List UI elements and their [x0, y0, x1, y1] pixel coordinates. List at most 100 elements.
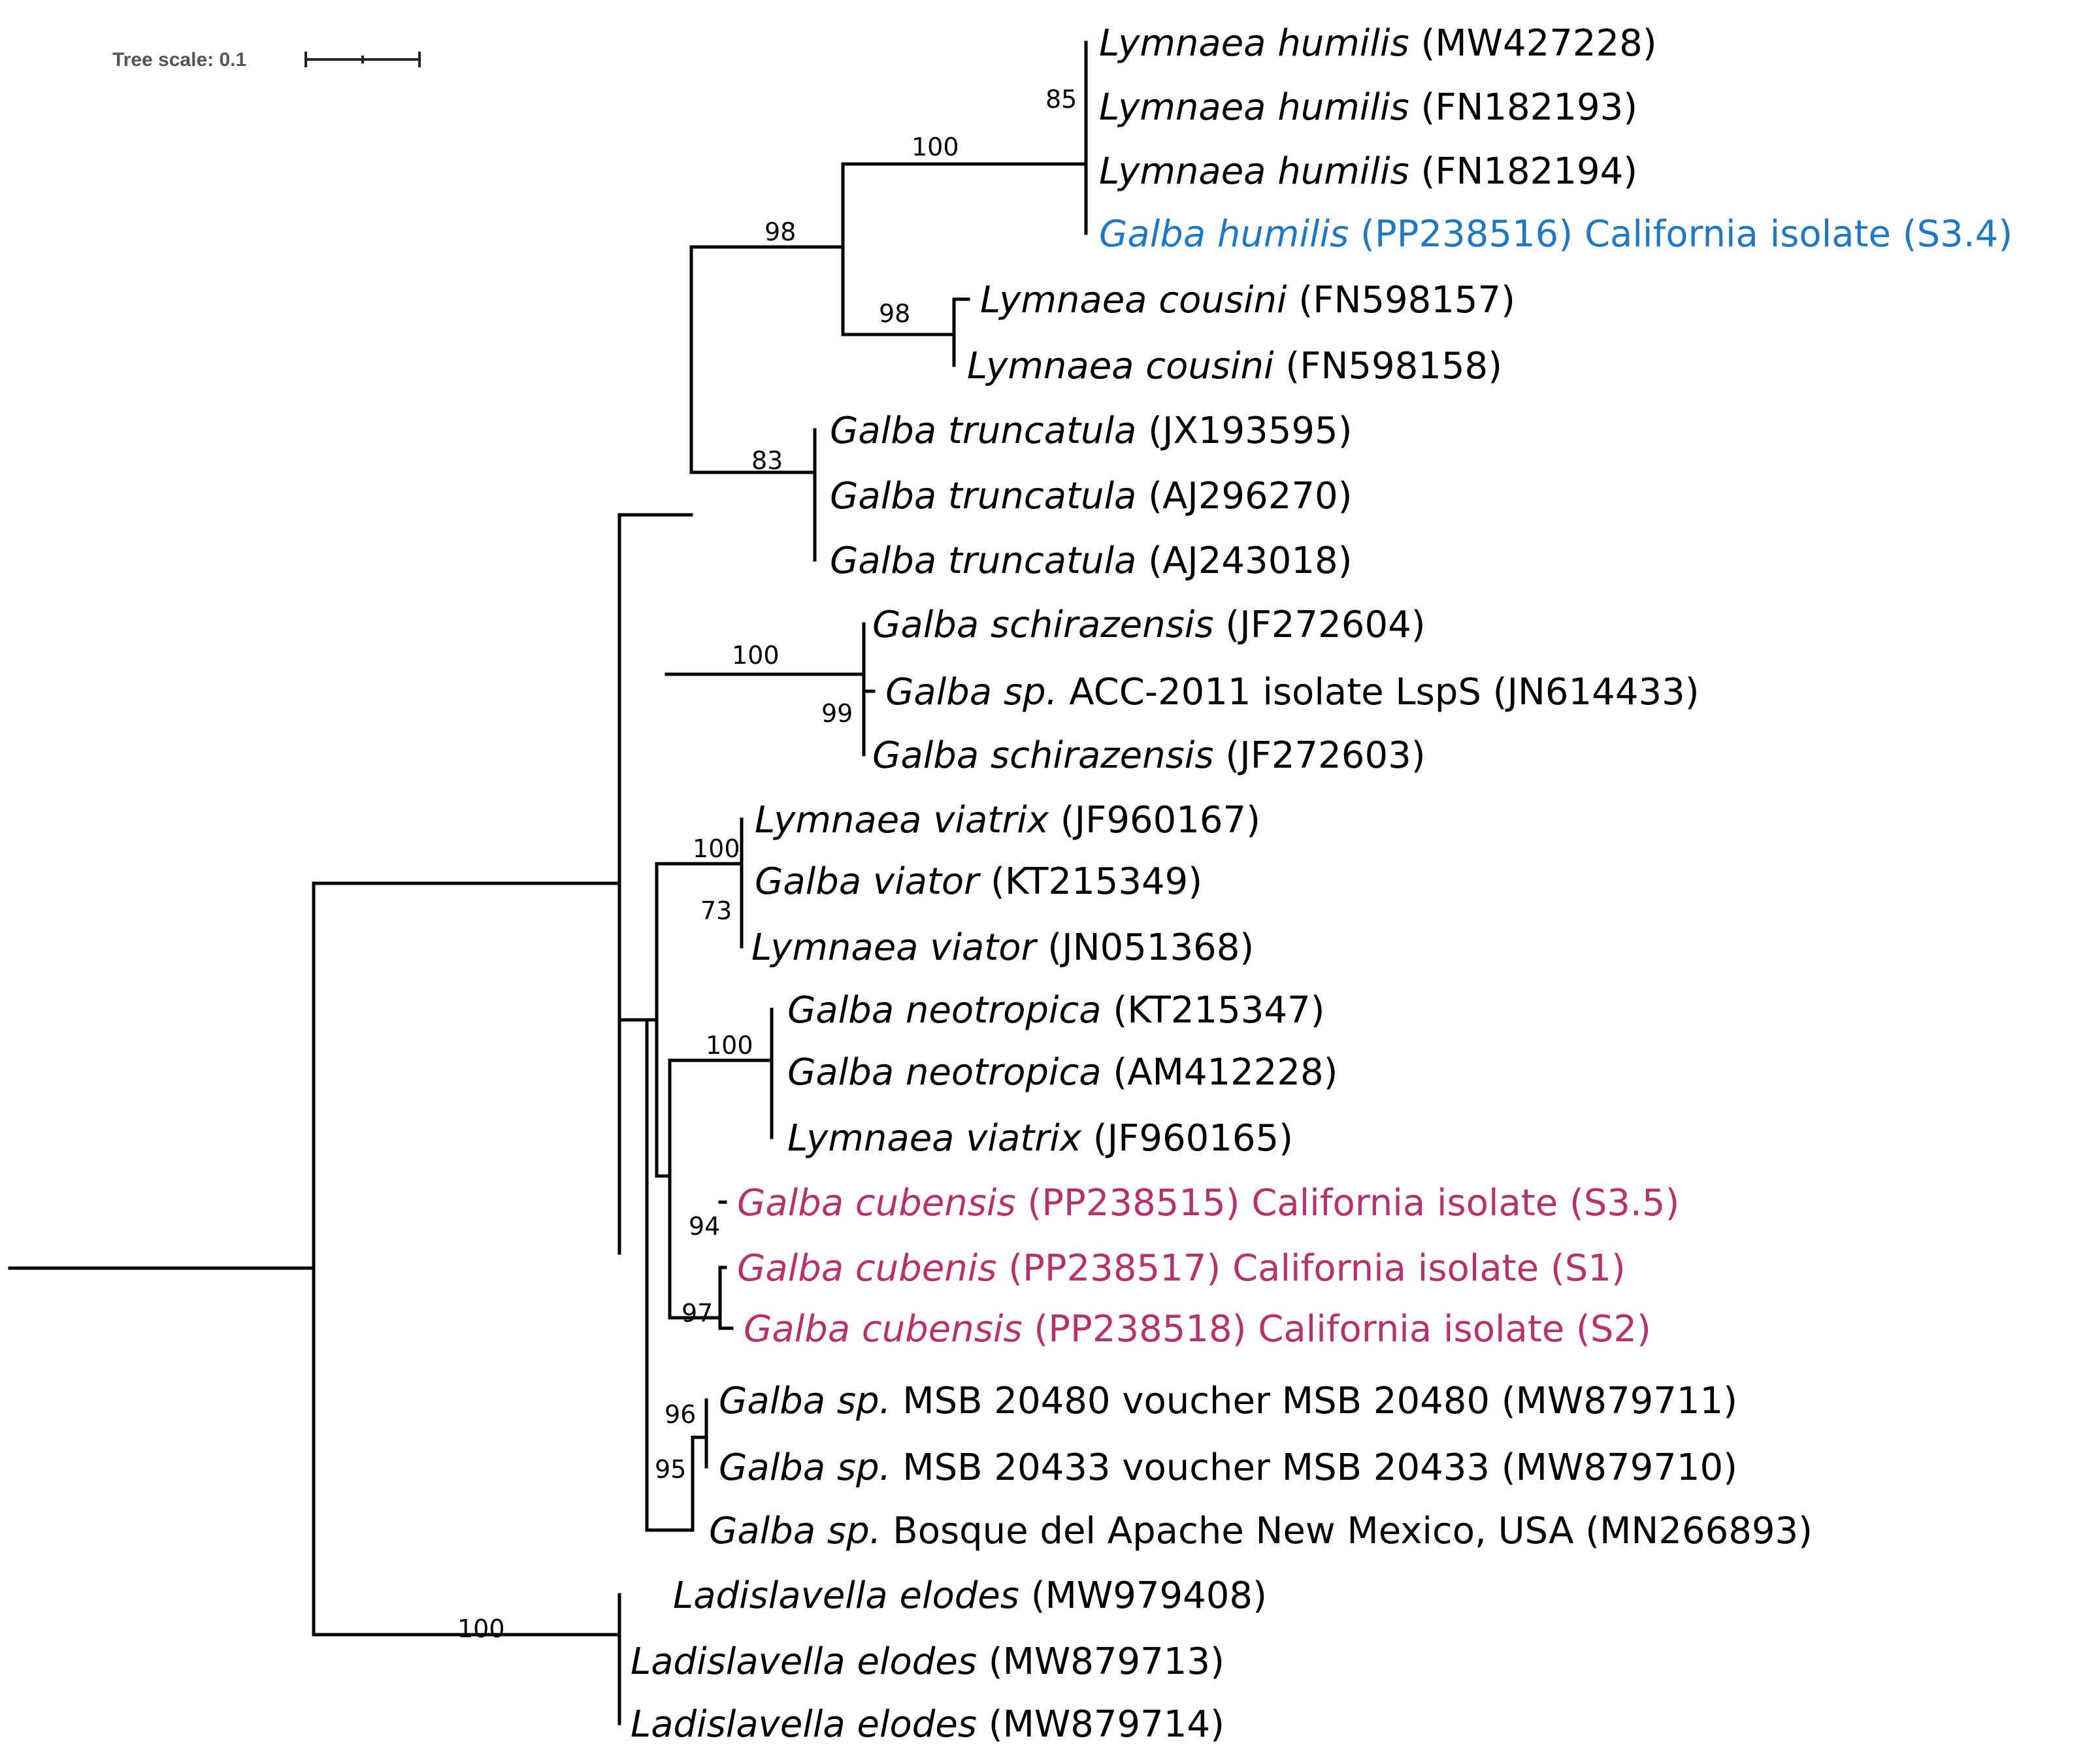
support-value: 83	[751, 446, 783, 475]
support-value: 73	[700, 896, 732, 925]
leaf-species: Galba cubenis	[737, 1247, 996, 1290]
leaf-species: Galba sp.	[719, 1380, 891, 1422]
support-value: 100	[693, 834, 740, 863]
leaf-label: Galba schirazensis (JF272603)	[872, 734, 1426, 777]
leaf-label: Galba viator (KT215349)	[755, 860, 1202, 903]
support-value: 98	[879, 299, 910, 328]
leaf-accession: (MW879713)	[977, 1641, 1224, 1683]
leaf-accession: MSB 20480 voucher MSB 20480 (MW879711)	[891, 1380, 1737, 1422]
leaf-species: Galba neotropica	[787, 1051, 1102, 1094]
leaf-species: Galba truncatula	[830, 410, 1136, 452]
leaf-label: Galba cubensis (PP238515) California iso…	[737, 1182, 1679, 1224]
leaf-label: Galba schirazensis (JF272604)	[872, 604, 1426, 646]
leaf-label: Lymnaea humilis (MW427228)	[1099, 22, 1657, 65]
support-value: 98	[764, 218, 796, 246]
leaf-species: Lymnaea cousini	[980, 279, 1287, 321]
tree-scale-label: Tree scale: 0.1	[112, 49, 246, 71]
leaf-label: Galba truncatula (AJ296270)	[830, 475, 1352, 517]
leaf-accession: (JF960165)	[1081, 1117, 1293, 1160]
leaf-label: Galba humilis (PP238516) California isol…	[1099, 213, 2013, 255]
leaf-label: Lymnaea viatrix (JF960167)	[755, 799, 1260, 841]
leaf-label: Ladislavella elodes (MW979408)	[673, 1575, 1267, 1617]
leaf-accession: (AM412228)	[1102, 1051, 1338, 1094]
leaf-accession: (FN182194)	[1409, 150, 1637, 193]
leaf-species: Galba sp.	[709, 1510, 881, 1552]
leaf-label: Galba sp. MSB 20433 voucher MSB 20433 (M…	[719, 1446, 1737, 1489]
support-value: 100	[732, 641, 780, 670]
leaf-accession: (FN598157)	[1287, 279, 1515, 321]
leaf-label: Lymnaea cousini (FN598157)	[980, 279, 1515, 321]
leaf-accession: MSB 20433 voucher MSB 20433 (MW879710)	[891, 1446, 1737, 1489]
leaf-species: Galba sp.	[719, 1446, 891, 1489]
leaf-accession: (KT215349)	[979, 860, 1202, 903]
support-value: 100	[912, 133, 959, 161]
leaf-accession: (FN182193)	[1409, 86, 1637, 129]
leaf-label: Galba sp. MSB 20480 voucher MSB 20480 (M…	[719, 1380, 1737, 1422]
leaf-label: Galba cubenis (PP238517) California isol…	[737, 1247, 1626, 1290]
leaf-accession: (MW879714)	[977, 1703, 1224, 1746]
leaf-label: Lymnaea humilis (FN182193)	[1099, 86, 1637, 129]
leaf-accession: (JF960167)	[1049, 799, 1260, 841]
leaf-species: Galba cubensis	[737, 1182, 1016, 1224]
leaf-species: Lymnaea humilis	[1099, 86, 1409, 129]
leaf-species: Galba cubensis	[744, 1308, 1023, 1350]
leaf-species: Lymnaea viatrix	[755, 799, 1049, 841]
support-value: 99	[821, 699, 853, 728]
leaf-accession: (MW979408)	[1019, 1575, 1267, 1617]
leaf-species: Ladislavella elodes	[673, 1575, 1019, 1617]
leaf-species: Lymnaea humilis	[1099, 22, 1409, 65]
leaf-accession: (JF272604)	[1214, 604, 1426, 646]
leaf-species: Lymnaea viator	[751, 926, 1038, 969]
support-value: 100	[457, 1614, 505, 1643]
leaf-species: Galba viator	[755, 860, 981, 903]
leaf-species: Galba schirazensis	[872, 734, 1214, 777]
support-value: 97	[682, 1299, 713, 1328]
support-value: 95	[655, 1455, 686, 1484]
support-value: 96	[665, 1400, 696, 1429]
leaf-label: Galba truncatula (AJ243018)	[830, 540, 1352, 582]
leaf-label: Lymnaea viator (JN051368)	[751, 926, 1254, 969]
leaf-species: Galba neotropica	[787, 989, 1102, 1032]
leaf-species: Lymnaea viatrix	[787, 1117, 1082, 1160]
leaf-accession: (PP238516) California isolate (S3.4)	[1349, 213, 2013, 255]
leaf-label: Galba neotropica (KT215347)	[787, 989, 1324, 1032]
leaf-label: Galba sp. ACC-2011 isolate LspS (JN61443…	[885, 671, 1700, 713]
leaf-label: Lymnaea cousini (FN598158)	[967, 345, 1502, 387]
leaf-accession: (PP238518) California isolate (S2)	[1023, 1308, 1651, 1350]
leaf-accession: (MW427228)	[1409, 22, 1657, 65]
support-value: 85	[1045, 85, 1077, 114]
leaf-accession: ACC-2011 isolate LspS (JN614433)	[1057, 671, 1699, 713]
leaf-accession: (AJ296270)	[1136, 475, 1352, 517]
leaf-accession: Bosque del Apache New Mexico, USA (MN266…	[881, 1510, 1812, 1552]
leaf-accession: (PP238517) California isolate (S1)	[996, 1247, 1625, 1290]
support-value: 94	[689, 1212, 720, 1241]
leaf-accession: (FN598158)	[1274, 345, 1502, 387]
leaf-species: Ladislavella elodes	[631, 1641, 977, 1683]
leaf-label: Lymnaea humilis (FN182194)	[1099, 150, 1637, 193]
leaf-labels: Lymnaea humilis (MW427228)Lymnaea humili…	[631, 22, 2013, 1746]
leaf-accession: (JF272603)	[1214, 734, 1426, 777]
leaf-species: Galba humilis	[1099, 213, 1349, 255]
leaf-accession: (PP238515) California isolate (S3.5)	[1016, 1182, 1680, 1224]
leaf-accession: (KT215347)	[1102, 989, 1325, 1032]
support-values: 85 100 98 98 83 100 99 100 73 100 94 97 96 95 100	[457, 85, 1077, 1643]
leaf-species: Lymnaea humilis	[1099, 150, 1409, 193]
tree-scale: Tree scale: 0.1	[112, 49, 421, 71]
leaf-species: Galba schirazensis	[872, 604, 1214, 646]
support-value: 100	[706, 1031, 753, 1060]
leaf-species: Lymnaea cousini	[967, 345, 1274, 387]
leaf-accession: (JN051368)	[1036, 926, 1255, 969]
leaf-label: Galba sp. Bosque del Apache New Mexico, …	[709, 1510, 1813, 1552]
leaf-species: Galba truncatula	[830, 475, 1136, 517]
leaf-accession: (JX193595)	[1136, 410, 1352, 452]
leaf-label: Galba cubensis (PP238518) California iso…	[744, 1308, 1651, 1350]
leaf-label: Ladislavella elodes (MW879714)	[631, 1703, 1224, 1746]
leaf-label: Ladislavella elodes (MW879713)	[631, 1641, 1224, 1683]
leaf-accession: (AJ243018)	[1136, 540, 1352, 582]
leaf-label: Lymnaea viatrix (JF960165)	[787, 1117, 1293, 1160]
leaf-label: Galba truncatula (JX193595)	[830, 410, 1352, 452]
leaf-species: Galba sp.	[885, 671, 1057, 713]
leaf-species: Ladislavella elodes	[631, 1703, 977, 1746]
tree-branches	[8, 41, 1088, 1725]
